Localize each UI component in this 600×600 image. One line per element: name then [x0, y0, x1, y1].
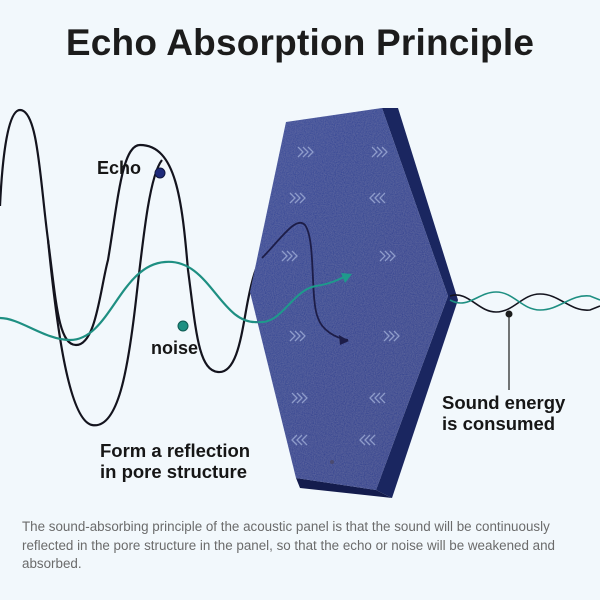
echo-marker — [154, 167, 166, 179]
noise-label: noise — [151, 338, 199, 358]
chevron-mark — [379, 392, 386, 404]
chevron-mark — [294, 330, 301, 342]
reflection-label: Form a reflection in pore structure — [100, 440, 250, 483]
chevron-mark — [389, 250, 396, 262]
chevron-mark — [296, 392, 303, 404]
chevron-mark — [369, 434, 376, 446]
chevron-mark — [301, 392, 308, 404]
reflection-label-line1: Form a reflection — [100, 440, 251, 461]
chevron-mark — [383, 330, 390, 342]
energy-consumed-line1: Sound energy — [442, 392, 566, 413]
chevron-mark — [297, 146, 304, 158]
chevron-mark — [291, 434, 298, 446]
chevron-mark — [291, 250, 298, 262]
chevron-mark — [371, 146, 378, 158]
reflection-arrowhead — [339, 335, 349, 345]
chevron-mark — [376, 146, 383, 158]
echo-label: Echo — [97, 158, 142, 178]
noise-in-panel — [257, 275, 347, 324]
chevron-mark — [369, 392, 376, 404]
noise-marker — [177, 320, 189, 332]
chevron-mark — [307, 146, 314, 158]
chevron-mark — [302, 146, 309, 158]
panel-bottom — [296, 478, 392, 498]
chevron-mark — [379, 250, 386, 262]
chevron-mark — [374, 192, 381, 204]
panel-side — [376, 108, 458, 498]
chevron-mark — [381, 146, 388, 158]
panel-dot — [330, 460, 334, 464]
chevron-mark — [299, 192, 306, 204]
chevron-mark — [301, 434, 308, 446]
chevron-mark — [294, 192, 301, 204]
echo-wave-lower — [46, 159, 163, 427]
chevron-mark — [364, 434, 371, 446]
chevron-mark — [369, 192, 376, 204]
chevron-mark — [289, 330, 296, 342]
pore-chevrons — [281, 146, 400, 446]
chevron-mark — [286, 250, 293, 262]
chevron-mark — [379, 192, 386, 204]
chevron-mark — [384, 250, 391, 262]
chevron-mark — [281, 250, 288, 262]
reflection-path — [261, 222, 349, 341]
consumed-wave-b — [449, 291, 600, 311]
chevron-mark — [289, 192, 296, 204]
echo-wave — [0, 108, 263, 374]
reflection-label-line2: in pore structure — [100, 461, 247, 483]
chevron-mark — [291, 392, 298, 404]
chevron-mark — [388, 330, 395, 342]
chevron-mark — [296, 434, 303, 446]
energy-consumed-label: Sound energy is consumed — [442, 392, 565, 435]
chevron-mark — [359, 434, 366, 446]
chevron-mark — [374, 392, 381, 404]
consumed-wave-a — [449, 293, 600, 313]
acoustic-panel — [250, 108, 448, 490]
chevron-mark — [393, 330, 400, 342]
energy-consumed-line2: is consumed — [442, 413, 556, 435]
noise-arrowhead — [341, 273, 352, 283]
caption-text: The sound-absorbing principle of the aco… — [22, 519, 555, 571]
chevron-mark — [299, 330, 306, 342]
diagram-title: Echo Absorption Principle — [65, 22, 535, 63]
